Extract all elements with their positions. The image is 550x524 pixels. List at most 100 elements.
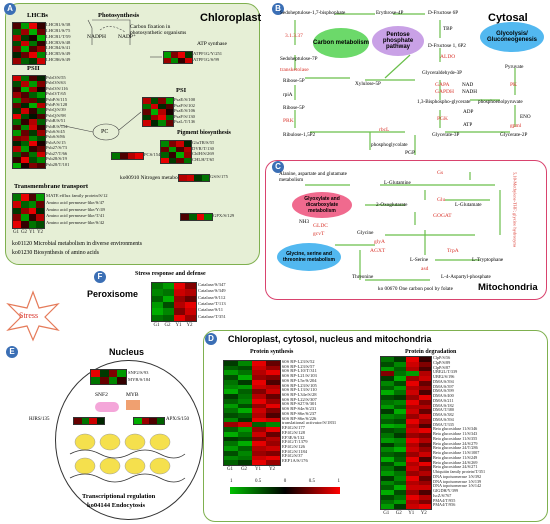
panel-e-letter: E bbox=[6, 346, 18, 358]
apx-label: APX/S/150 bbox=[166, 417, 190, 422]
heat-cell bbox=[21, 130, 29, 136]
heat-cell bbox=[224, 450, 238, 456]
heat-cell bbox=[29, 146, 37, 152]
heat-cell bbox=[179, 175, 187, 181]
heat-cell bbox=[238, 365, 252, 371]
heat-cell bbox=[406, 490, 419, 495]
heat-cell bbox=[406, 461, 419, 467]
pc-to-psi-line bbox=[118, 111, 142, 131]
heat-cell bbox=[21, 81, 29, 87]
enzyme-tbp: TBP bbox=[443, 26, 453, 32]
heat-cell bbox=[13, 97, 21, 104]
nucleus-circle bbox=[55, 360, 203, 520]
heat-cell bbox=[393, 371, 406, 376]
gene-label: LHCB1/T/59 bbox=[46, 33, 71, 39]
heat-cell bbox=[161, 157, 169, 163]
heat-cell bbox=[406, 418, 419, 424]
heat-cell bbox=[238, 431, 252, 437]
panel-d-letter: D bbox=[205, 333, 217, 345]
snf2-text: SNF2 bbox=[95, 392, 108, 398]
heat-cell bbox=[150, 120, 158, 126]
gene-label: DNA topoisomerase 1/S/139 bbox=[433, 479, 482, 484]
gene-label: Psb27/S/73 bbox=[46, 145, 67, 151]
heat-cell bbox=[163, 295, 174, 302]
gene-label: PsbP/S/115 bbox=[46, 96, 68, 102]
heat-cell bbox=[252, 408, 266, 413]
heat-cell bbox=[252, 403, 266, 409]
heat-cell bbox=[393, 399, 406, 405]
panel-f-letter: F bbox=[94, 271, 106, 283]
heat-cell bbox=[381, 404, 394, 410]
atp-synthase-title: ATP synthase bbox=[197, 41, 227, 47]
phosphoglycolate-label: phosphoglycolate bbox=[371, 142, 408, 148]
gene-label: Beta glucosidase 24/S/279 bbox=[433, 441, 478, 446]
heat-cell bbox=[158, 109, 166, 115]
gene-label: PsbR/S/114 bbox=[46, 123, 68, 129]
heat-cell bbox=[406, 499, 419, 505]
heat-cell bbox=[29, 157, 37, 163]
heat-cell bbox=[21, 140, 29, 147]
gene-label: Beta glucosidase 24/T/286 bbox=[433, 446, 478, 451]
heat-cell bbox=[381, 504, 394, 509]
gene-label: PsaL/T/136 bbox=[174, 119, 196, 125]
enzyme-gapdh: GAPDH bbox=[435, 89, 454, 95]
ribulose-label: Ribulose-1,5P2 bbox=[283, 132, 316, 138]
heat-cell bbox=[21, 28, 29, 35]
fructose16-label: D-Fructose 1, 6P2 bbox=[428, 43, 466, 49]
heat-cell bbox=[29, 103, 37, 109]
heat-cell bbox=[29, 108, 37, 114]
heat-cell bbox=[21, 58, 29, 64]
heat-cell bbox=[252, 455, 266, 461]
heat-cell bbox=[168, 152, 176, 158]
heat-cell bbox=[36, 194, 44, 201]
heat-cell bbox=[91, 370, 100, 377]
heat-cell bbox=[406, 380, 419, 386]
heat-cell bbox=[165, 109, 173, 115]
heat-cell bbox=[13, 140, 21, 147]
heat-cell bbox=[266, 441, 280, 447]
heat-cell bbox=[238, 455, 252, 461]
heat-cell bbox=[156, 418, 164, 424]
heat-cell bbox=[21, 151, 29, 158]
heat-cell bbox=[418, 452, 431, 457]
gene-label: DNA topoisomerase 1/S/142 bbox=[433, 484, 482, 489]
heat-cell bbox=[28, 214, 37, 222]
heat-cell bbox=[406, 504, 419, 509]
heat-cell bbox=[152, 295, 163, 302]
heat-cell bbox=[37, 157, 45, 163]
column-label: G2 bbox=[395, 511, 402, 516]
gene-label: translational activator/S/1831 bbox=[282, 421, 337, 426]
heat-cell bbox=[176, 141, 184, 147]
heat-cell bbox=[13, 113, 21, 120]
heat-cell bbox=[406, 475, 419, 481]
lhcbs-heatmap bbox=[12, 22, 46, 65]
heat-cell bbox=[13, 52, 21, 59]
pcs-heatmap bbox=[111, 152, 144, 160]
heat-cell bbox=[266, 422, 280, 428]
heat-cell bbox=[418, 414, 431, 419]
heat-cell bbox=[224, 431, 238, 437]
heat-cell bbox=[393, 490, 406, 495]
heat-cell bbox=[13, 214, 21, 222]
panel-c-arrows bbox=[305, 172, 501, 281]
gene-label: ATPF1G/Y/251 bbox=[193, 51, 223, 56]
snf2-labels: SNF2/S/93 MYB/S/184 bbox=[128, 369, 150, 383]
panel-b-letter: B bbox=[272, 3, 284, 15]
heat-cell bbox=[406, 447, 419, 452]
heat-cell bbox=[224, 384, 238, 390]
enzyme-rbcl: rbcL bbox=[379, 127, 390, 133]
heat-cell bbox=[252, 379, 266, 385]
gene-label: DNA topoisomerase 1/S/392 bbox=[433, 474, 482, 479]
heat-cell bbox=[381, 385, 394, 391]
snf2-shape bbox=[95, 402, 119, 412]
heat-cell bbox=[418, 376, 431, 381]
heat-cell bbox=[13, 34, 21, 41]
heat-cell bbox=[393, 357, 406, 362]
gene-label: GS/S/175 bbox=[210, 174, 228, 179]
gene-label: PsaE/S/100 bbox=[174, 97, 196, 102]
gene-label: EEF1A/S/176 bbox=[282, 459, 308, 464]
heat-cell bbox=[37, 97, 45, 104]
